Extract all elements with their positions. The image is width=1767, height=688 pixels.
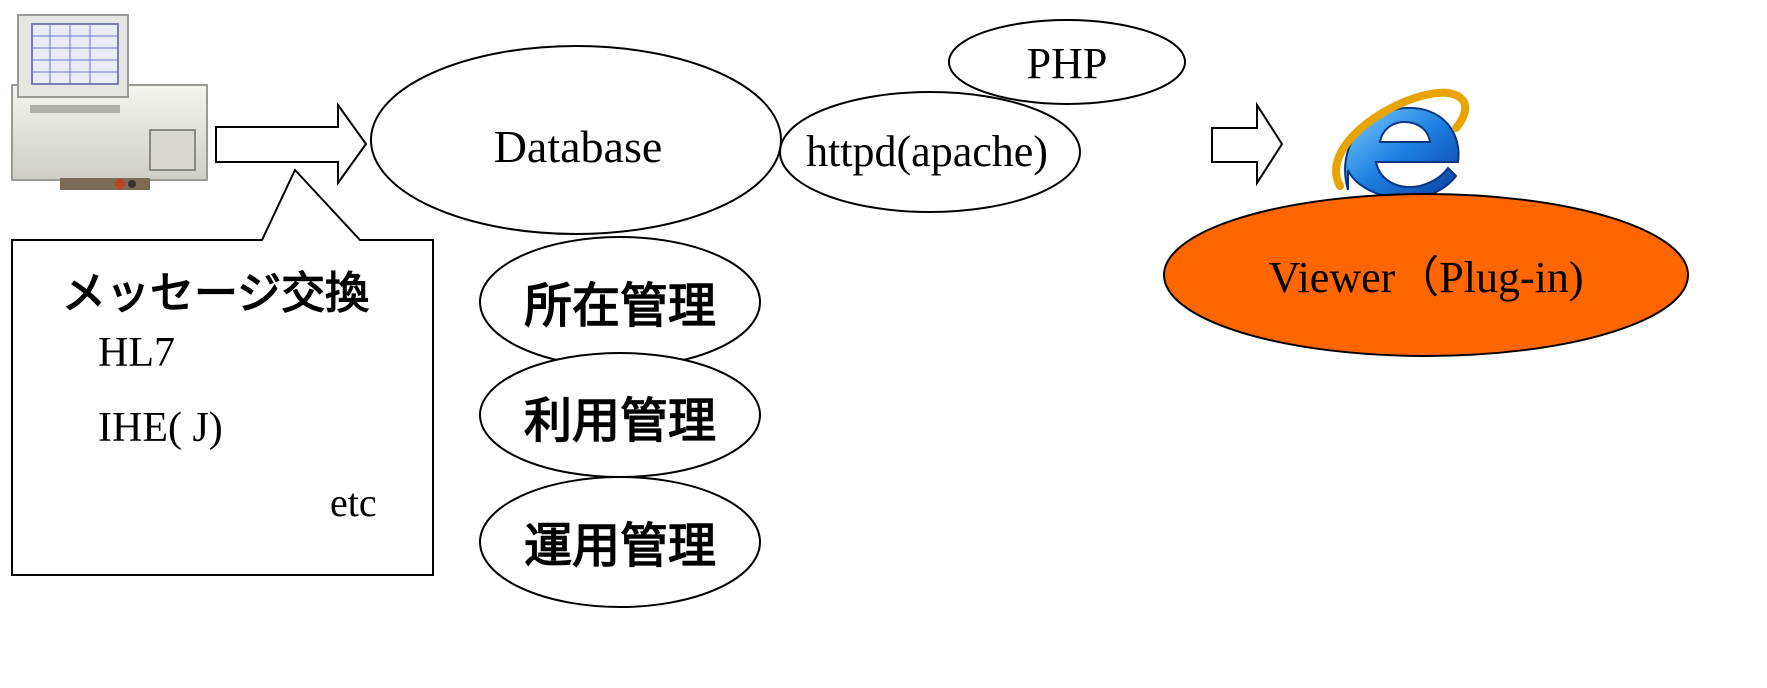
callout-item-hl7: HL7 xyxy=(98,330,175,376)
httpd-ellipse xyxy=(779,91,1081,213)
module-label-location: 所在管理 xyxy=(524,278,716,334)
php-label: PHP xyxy=(1027,39,1108,88)
module-label-operation: 運用管理 xyxy=(524,518,716,574)
database-ellipse xyxy=(370,45,782,235)
module-management-group: 所在管理 利用管理 運用管理 xyxy=(479,236,761,608)
httpd-label: httpd(apache) xyxy=(806,127,1048,176)
module-ellipse-operation xyxy=(479,476,761,608)
server-to-browser-arrow xyxy=(1211,101,1284,187)
measuring-device-icon xyxy=(11,14,208,190)
database-label: Database xyxy=(494,121,663,172)
php-ellipse xyxy=(948,19,1186,105)
viewer-label: Viewer（Plug-in) xyxy=(1268,253,1583,302)
device-to-database-arrow xyxy=(215,101,368,187)
viewer-plugin-ellipse xyxy=(1163,193,1689,357)
callout-title: メッセージ交換 xyxy=(62,268,370,319)
message-exchange-callout xyxy=(11,168,434,576)
callout-etc: etc xyxy=(330,480,377,525)
callout-item-ihe: IHE( J) xyxy=(98,405,223,451)
internet-explorer-icon xyxy=(1332,88,1470,200)
module-label-usage: 利用管理 xyxy=(524,393,716,449)
